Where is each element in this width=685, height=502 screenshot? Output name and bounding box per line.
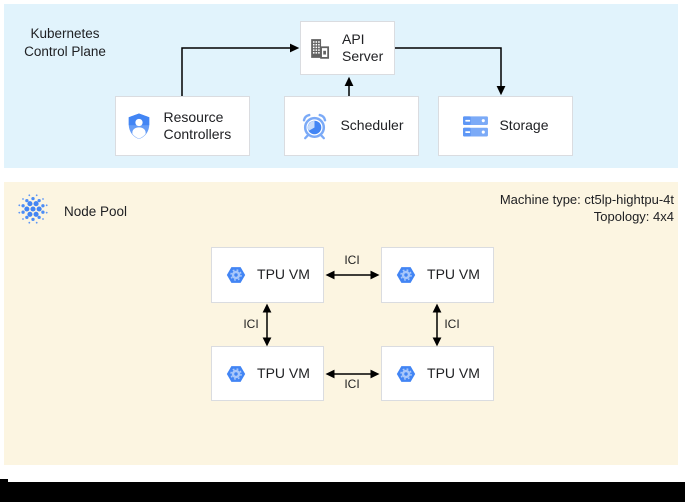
resource-controllers-label: Resource Controllers <box>163 108 232 142</box>
node-pool-title: Node Pool <box>64 204 128 219</box>
scheduler-label: Scheduler <box>340 117 404 134</box>
tpu-vm-box-top-right: TPU VM <box>381 247 494 303</box>
scrubber-bar[interactable] <box>0 482 685 502</box>
server-stack-icon <box>462 114 489 139</box>
building-icon <box>307 36 332 61</box>
storage-box: Storage <box>438 96 573 156</box>
shield-user-icon <box>124 111 154 141</box>
ici-label-bottom: ICI <box>344 377 360 391</box>
tpu-vm-box-top-left: TPU VM <box>211 247 324 303</box>
node-pool-panel <box>4 182 678 465</box>
node-pool-dots-icon <box>18 194 48 224</box>
tpu-hexagon-icon <box>225 264 247 286</box>
machine-info: Machine type: ct5lp-hightpu-4t Topology:… <box>499 192 674 225</box>
alarm-clock-icon <box>299 111 330 142</box>
tpu-vm-label: TPU VM <box>427 364 480 381</box>
tpu-hexagon-icon <box>395 264 417 286</box>
tpu-hexagon-icon <box>225 363 247 385</box>
scheduler-box: Scheduler <box>284 96 419 156</box>
api-server-box: API Server <box>300 21 395 75</box>
ici-label-top: ICI <box>344 253 360 267</box>
tpu-vm-label: TPU VM <box>257 364 310 381</box>
api-server-label: API Server <box>342 30 384 64</box>
tpu-vm-label: TPU VM <box>427 266 480 283</box>
tpu-vm-box-bottom-right: TPU VM <box>381 346 494 401</box>
ici-label-right: ICI <box>444 317 460 331</box>
tpu-vm-label: TPU VM <box>257 266 310 283</box>
control-plane-title: Kubernetes Control Plane <box>24 26 106 59</box>
tpu-hexagon-icon <box>395 363 417 385</box>
ici-label-left: ICI <box>243 317 259 331</box>
tpu-vm-box-bottom-left: TPU VM <box>211 346 324 401</box>
storage-label: Storage <box>499 117 549 134</box>
scrubber-notch <box>0 479 8 483</box>
resource-controllers-box: Resource Controllers <box>115 96 250 156</box>
